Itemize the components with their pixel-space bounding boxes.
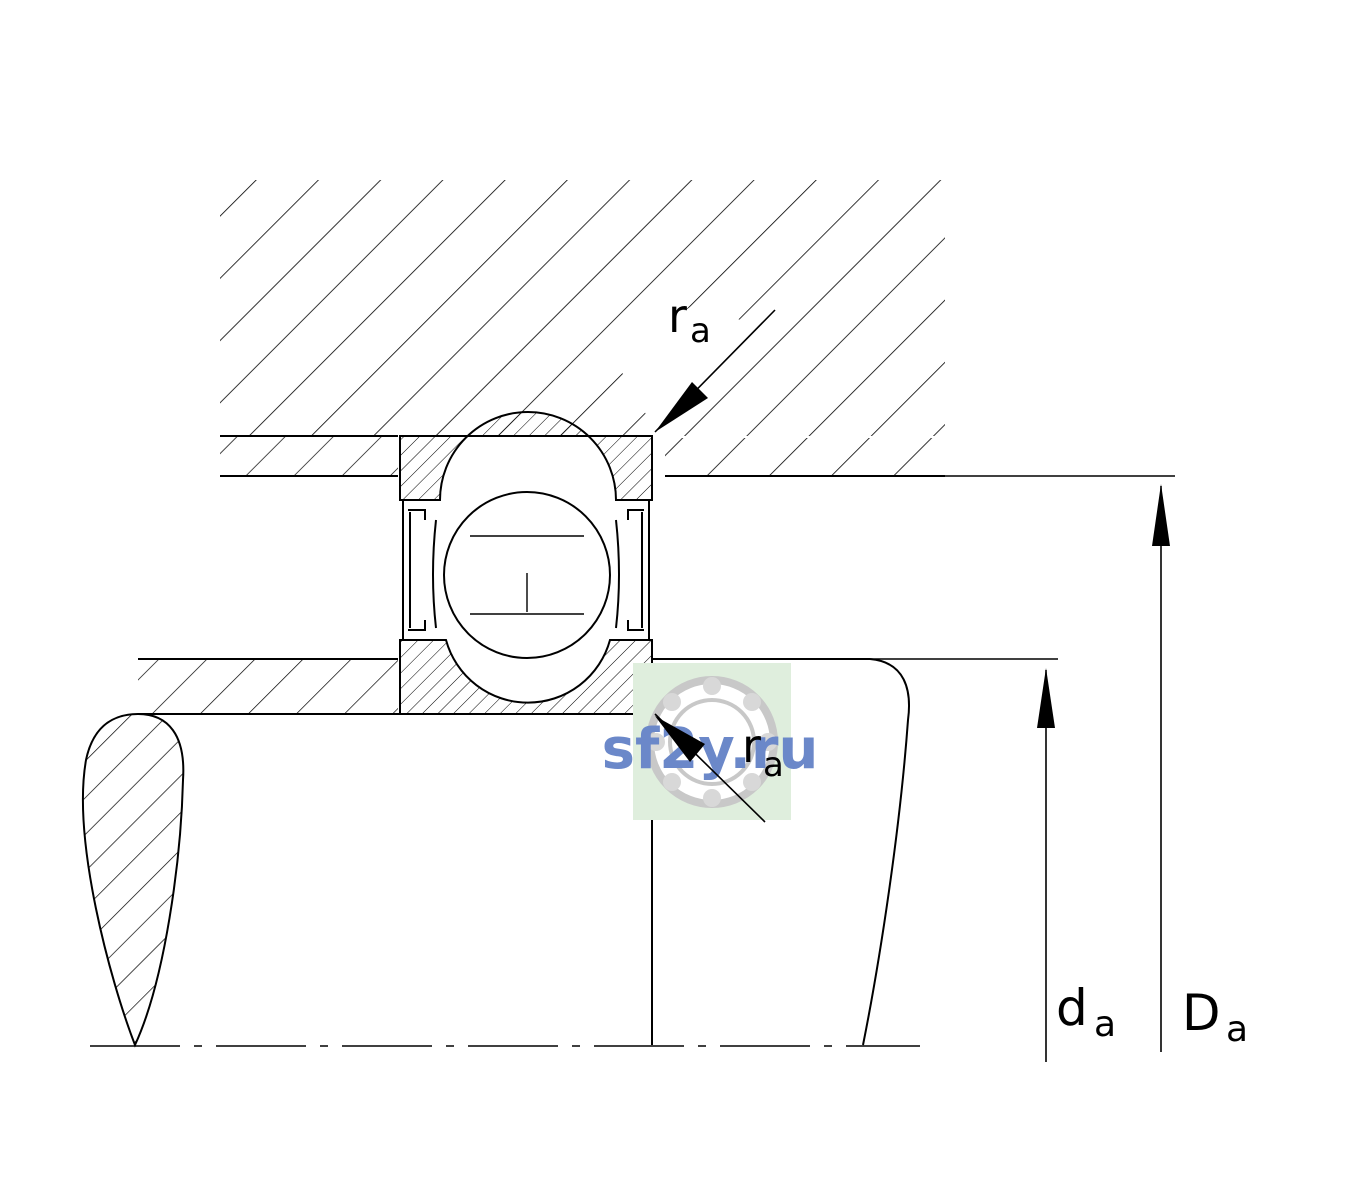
- label-da-main: d: [1056, 979, 1088, 1037]
- bearing-seals: [402, 500, 650, 640]
- label-r-lower-main: r: [742, 719, 761, 773]
- label-r-lower-sub: a: [763, 745, 784, 785]
- watermark-text: sf2y.ru: [602, 717, 819, 782]
- label-r-upper-main: r: [668, 289, 687, 343]
- bearing-outer-ring: [399, 411, 653, 501]
- dimension-Da: [1152, 484, 1170, 1052]
- label-r-lower: r a: [742, 719, 784, 785]
- label-da-sub: a: [1094, 1004, 1116, 1045]
- bearing-inner-ring: [399, 639, 653, 715]
- label-Da: D a: [1182, 984, 1248, 1050]
- housing: [220, 180, 945, 477]
- watermark-bearing-icon: [646, 676, 778, 808]
- label-Da-main: D: [1182, 984, 1221, 1042]
- extension-lines: [870, 475, 1175, 660]
- housing-sleeve: [220, 436, 398, 477]
- shaft-section: [82, 712, 185, 1048]
- label-r-upper: r a: [668, 289, 711, 351]
- radius-leader-upper: [654, 309, 776, 433]
- watermark: sf2y.ru: [602, 663, 819, 820]
- label-da: d a: [1056, 979, 1116, 1045]
- bearing-ball: [443, 491, 611, 659]
- label-Da-sub: a: [1226, 1009, 1248, 1050]
- label-r-upper-sub: a: [690, 311, 711, 351]
- dimension-da: [1037, 668, 1055, 1062]
- radius-leader-lower: [654, 713, 766, 823]
